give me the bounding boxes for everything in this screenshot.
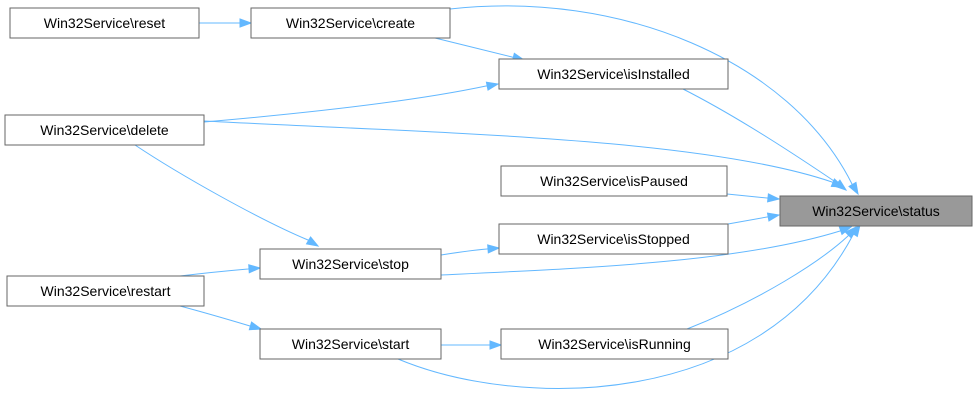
edge-line xyxy=(134,144,310,242)
arrowhead-icon xyxy=(248,264,262,274)
node-label-isInstalled: Win32Service\isInstalled xyxy=(537,66,690,82)
arrowhead-icon xyxy=(248,321,263,331)
edge-delete-to-stop xyxy=(134,144,320,247)
arrowhead-icon xyxy=(767,193,781,203)
edge-isPaused-to-status xyxy=(726,193,781,203)
edge-line xyxy=(449,5,854,186)
arrowhead-icon xyxy=(305,236,320,247)
node-label-isRunning: Win32Service\isRunning xyxy=(538,336,691,352)
node-status[interactable]: Win32Service\status xyxy=(779,195,973,227)
node-reset[interactable]: Win32Service\reset xyxy=(9,7,200,39)
edge-stop-to-isStopped xyxy=(440,244,501,256)
node-label-status: Win32Service\status xyxy=(812,203,940,219)
node-isPaused[interactable]: Win32Service\isPaused xyxy=(500,165,728,197)
edge-isInstalled-to-status xyxy=(682,88,848,191)
edge-isRunning-to-status xyxy=(686,225,858,330)
edge-line xyxy=(686,233,850,330)
edge-line xyxy=(203,85,489,123)
node-label-isStopped: Win32Service\isStopped xyxy=(537,231,690,247)
edge-reset-to-create xyxy=(199,18,253,28)
edge-delete-to-isInstalled xyxy=(203,81,500,123)
edge-isStopped-to-status xyxy=(727,212,781,225)
arrowhead-icon xyxy=(489,340,503,350)
node-label-create: Win32Service\create xyxy=(286,15,415,31)
edge-line xyxy=(397,233,855,389)
node-stop[interactable]: Win32Service\stop xyxy=(259,248,442,280)
edge-line xyxy=(434,37,515,58)
arrowhead-icon xyxy=(844,225,858,239)
edge-line xyxy=(726,193,769,199)
edge-line xyxy=(727,216,770,225)
edge-line xyxy=(440,229,842,276)
arrowhead-icon xyxy=(239,18,253,28)
node-label-isPaused: Win32Service\isPaused xyxy=(540,173,688,189)
edge-line xyxy=(682,88,839,185)
node-delete[interactable]: Win32Service\delete xyxy=(4,114,205,146)
edge-restart-to-stop xyxy=(179,264,262,277)
arrowhead-icon xyxy=(834,179,848,191)
node-create[interactable]: Win32Service\create xyxy=(250,7,451,39)
edge-line xyxy=(179,268,251,277)
node-label-delete: Win32Service\delete xyxy=(40,122,169,138)
edge-line xyxy=(440,248,490,256)
edges-layer xyxy=(134,5,861,389)
node-label-restart: Win32Service\restart xyxy=(41,283,171,299)
arrowhead-icon xyxy=(848,181,859,196)
node-label-stop: Win32Service\stop xyxy=(292,256,409,272)
edge-create-to-isInstalled xyxy=(434,37,526,62)
arrowhead-icon xyxy=(766,212,781,222)
arrowhead-icon xyxy=(487,244,501,254)
edge-stop-to-status xyxy=(440,226,853,276)
node-start[interactable]: Win32Service\start xyxy=(259,328,442,360)
edge-start-to-isRunning xyxy=(441,340,503,350)
node-restart[interactable]: Win32Service\restart xyxy=(6,275,205,307)
edge-line xyxy=(179,305,252,327)
node-isInstalled[interactable]: Win32Service\isInstalled xyxy=(498,58,729,90)
node-label-reset: Win32Service\reset xyxy=(44,15,165,31)
arrowhead-icon xyxy=(838,226,853,236)
node-isStopped[interactable]: Win32Service\isStopped xyxy=(498,223,729,255)
node-label-start: Win32Service\start xyxy=(292,336,410,352)
edge-line xyxy=(203,120,835,184)
edge-create-to-status xyxy=(449,5,859,196)
node-isRunning[interactable]: Win32Service\isRunning xyxy=(500,328,729,360)
edge-restart-to-start xyxy=(179,305,263,331)
arrowhead-icon xyxy=(485,81,500,91)
